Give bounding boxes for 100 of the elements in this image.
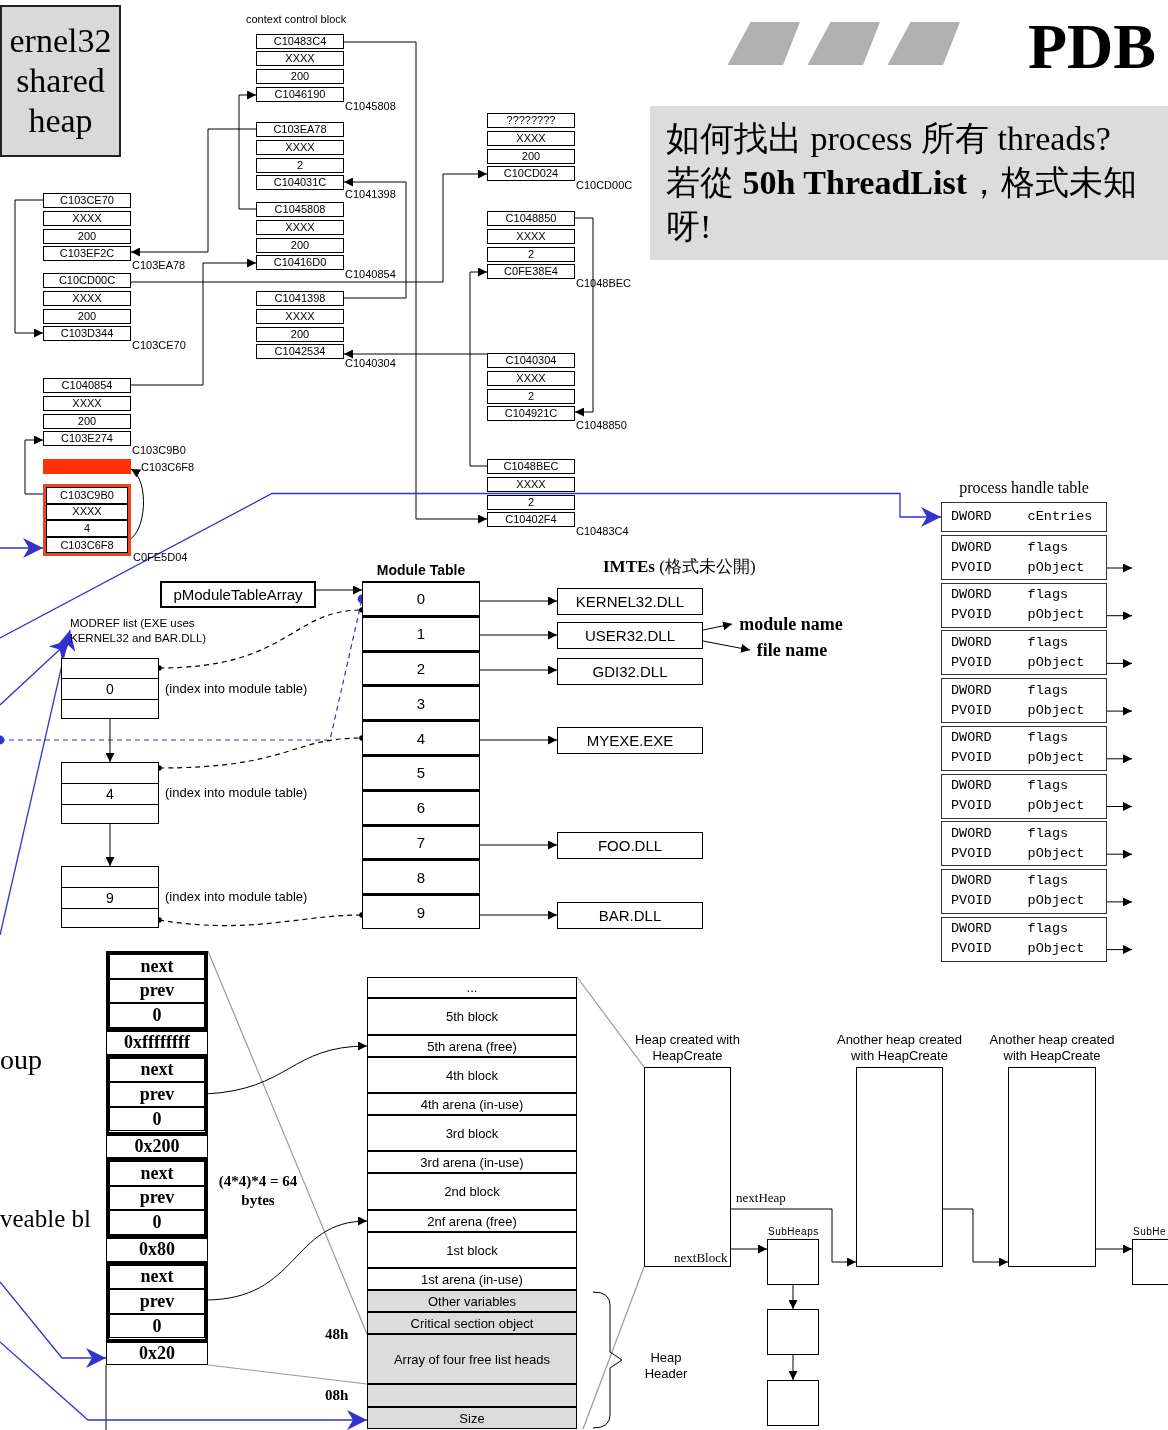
heap-segment bbox=[367, 1173, 577, 1210]
value-text: XXXX bbox=[285, 52, 315, 66]
address-label: C103EA78 bbox=[132, 259, 186, 272]
memory-cell bbox=[487, 148, 575, 164]
value-text: MYEXE.EXE bbox=[586, 732, 674, 749]
modref-entry bbox=[61, 866, 159, 928]
stack-cell bbox=[109, 1106, 205, 1132]
value-text: C10483C4 bbox=[273, 34, 327, 48]
arrow bbox=[788, 1354, 798, 1381]
memory-cell bbox=[256, 291, 344, 306]
value-text: C104921C bbox=[504, 407, 558, 421]
value-text: C10416D0 bbox=[273, 256, 327, 270]
value-text: prev bbox=[139, 1187, 175, 1209]
value-text: Size bbox=[459, 1410, 485, 1426]
heap-header-segment bbox=[367, 1334, 577, 1384]
value-text: 0 bbox=[416, 590, 426, 608]
value-text: DWORD flags bbox=[951, 920, 1069, 939]
value-text: ernel32 shared heap bbox=[8, 21, 113, 141]
arrow bbox=[479, 630, 558, 640]
value-text: 200 bbox=[290, 70, 310, 84]
arrow bbox=[702, 621, 733, 631]
memory-cell bbox=[256, 157, 344, 173]
value-text: 1st arena (in-use) bbox=[421, 1271, 523, 1287]
arrow bbox=[0, 1281, 107, 1368]
value-text: C1048BEC bbox=[503, 460, 559, 473]
edge-label: nextHeap bbox=[736, 1191, 786, 1205]
value-text: DWORD flags bbox=[951, 872, 1069, 891]
memory-cell bbox=[256, 237, 344, 253]
size-note: (4*4)*4 = 64 bytes bbox=[217, 1172, 299, 1210]
value-text: prev bbox=[139, 1291, 175, 1312]
handle-entry bbox=[941, 916, 1107, 962]
handle-entry bbox=[941, 582, 1107, 628]
stack-cell bbox=[109, 1003, 205, 1028]
stack-cell bbox=[106, 1238, 208, 1262]
arrow bbox=[1106, 897, 1133, 907]
table-row bbox=[362, 789, 480, 825]
stack-cell bbox=[109, 1057, 205, 1083]
value-text: next bbox=[140, 1059, 174, 1081]
value-text: PVOID pObject bbox=[951, 892, 1085, 911]
memory-cell bbox=[487, 459, 575, 474]
value-text: 200 bbox=[77, 309, 97, 323]
question-box bbox=[650, 106, 1168, 260]
value-text: ???????? bbox=[506, 114, 556, 127]
value-text: XXXX bbox=[516, 131, 546, 145]
memory-cell bbox=[43, 308, 131, 324]
value-text: C10CD024 bbox=[503, 167, 559, 181]
address-label: C1040304 bbox=[345, 357, 396, 370]
value-text: 4 bbox=[416, 729, 426, 747]
memory-cell bbox=[256, 86, 344, 102]
module-entry bbox=[557, 588, 703, 615]
value-text: XXXX bbox=[516, 371, 546, 385]
value-text: C1040304 bbox=[505, 354, 557, 367]
arrow bbox=[1106, 706, 1133, 716]
arrow bbox=[479, 910, 558, 920]
value-text: C1041398 bbox=[274, 292, 326, 305]
table-row bbox=[362, 581, 480, 616]
value-text: C0FE38E4 bbox=[504, 265, 558, 279]
memory-cell bbox=[256, 33, 344, 49]
heap-header-segment bbox=[367, 1407, 577, 1429]
memory-cell bbox=[487, 166, 575, 182]
value-text: prev bbox=[139, 1084, 175, 1105]
value-text: C1046190 bbox=[274, 87, 326, 101]
heading-text: Heap created with HeapCreate bbox=[634, 1032, 741, 1064]
module-entry bbox=[557, 727, 703, 754]
value-text: PVOID pObject bbox=[951, 749, 1085, 768]
value-text: 200 bbox=[290, 238, 310, 252]
value-text: ... bbox=[466, 980, 478, 995]
value-text: 0 bbox=[152, 1212, 162, 1234]
stack-cell bbox=[106, 1134, 208, 1158]
value-text: Other variables bbox=[427, 1293, 517, 1309]
memory-cell bbox=[487, 388, 575, 404]
module-entry bbox=[557, 622, 703, 649]
arrow bbox=[1106, 945, 1133, 955]
value-text: DWORD flags bbox=[951, 681, 1069, 700]
heap-segment bbox=[367, 1057, 577, 1093]
value-text: 200 bbox=[77, 229, 97, 243]
arrow bbox=[1095, 1244, 1133, 1254]
value-text: 4 bbox=[83, 522, 91, 535]
index-field: 9 bbox=[62, 886, 158, 909]
address-label: C10CD00C bbox=[576, 179, 633, 192]
heading-text: Module Table bbox=[376, 562, 466, 578]
stack-cell bbox=[109, 954, 205, 979]
arrow bbox=[0, 492, 942, 639]
value-text: XXXX bbox=[72, 396, 102, 410]
value-text: 0x20 bbox=[139, 1342, 175, 1364]
heap-header-segment bbox=[367, 1290, 577, 1312]
value-text: module name bbox=[739, 613, 843, 635]
value-text: 2nf arena (free) bbox=[427, 1213, 517, 1229]
value-text: PVOID pObject bbox=[951, 558, 1085, 577]
table-row bbox=[362, 894, 480, 929]
table-row bbox=[362, 685, 480, 721]
node-box bbox=[767, 1309, 819, 1355]
table-row bbox=[362, 859, 480, 895]
arrow bbox=[130, 169, 488, 283]
value-text: PVOID pObject bbox=[951, 940, 1085, 959]
memory-cell bbox=[46, 520, 128, 537]
value-text: FOO.DLL bbox=[597, 837, 663, 854]
address-label: C103CE70 bbox=[132, 339, 186, 352]
memory-cell bbox=[43, 193, 131, 208]
value-text: 3 bbox=[416, 694, 426, 712]
